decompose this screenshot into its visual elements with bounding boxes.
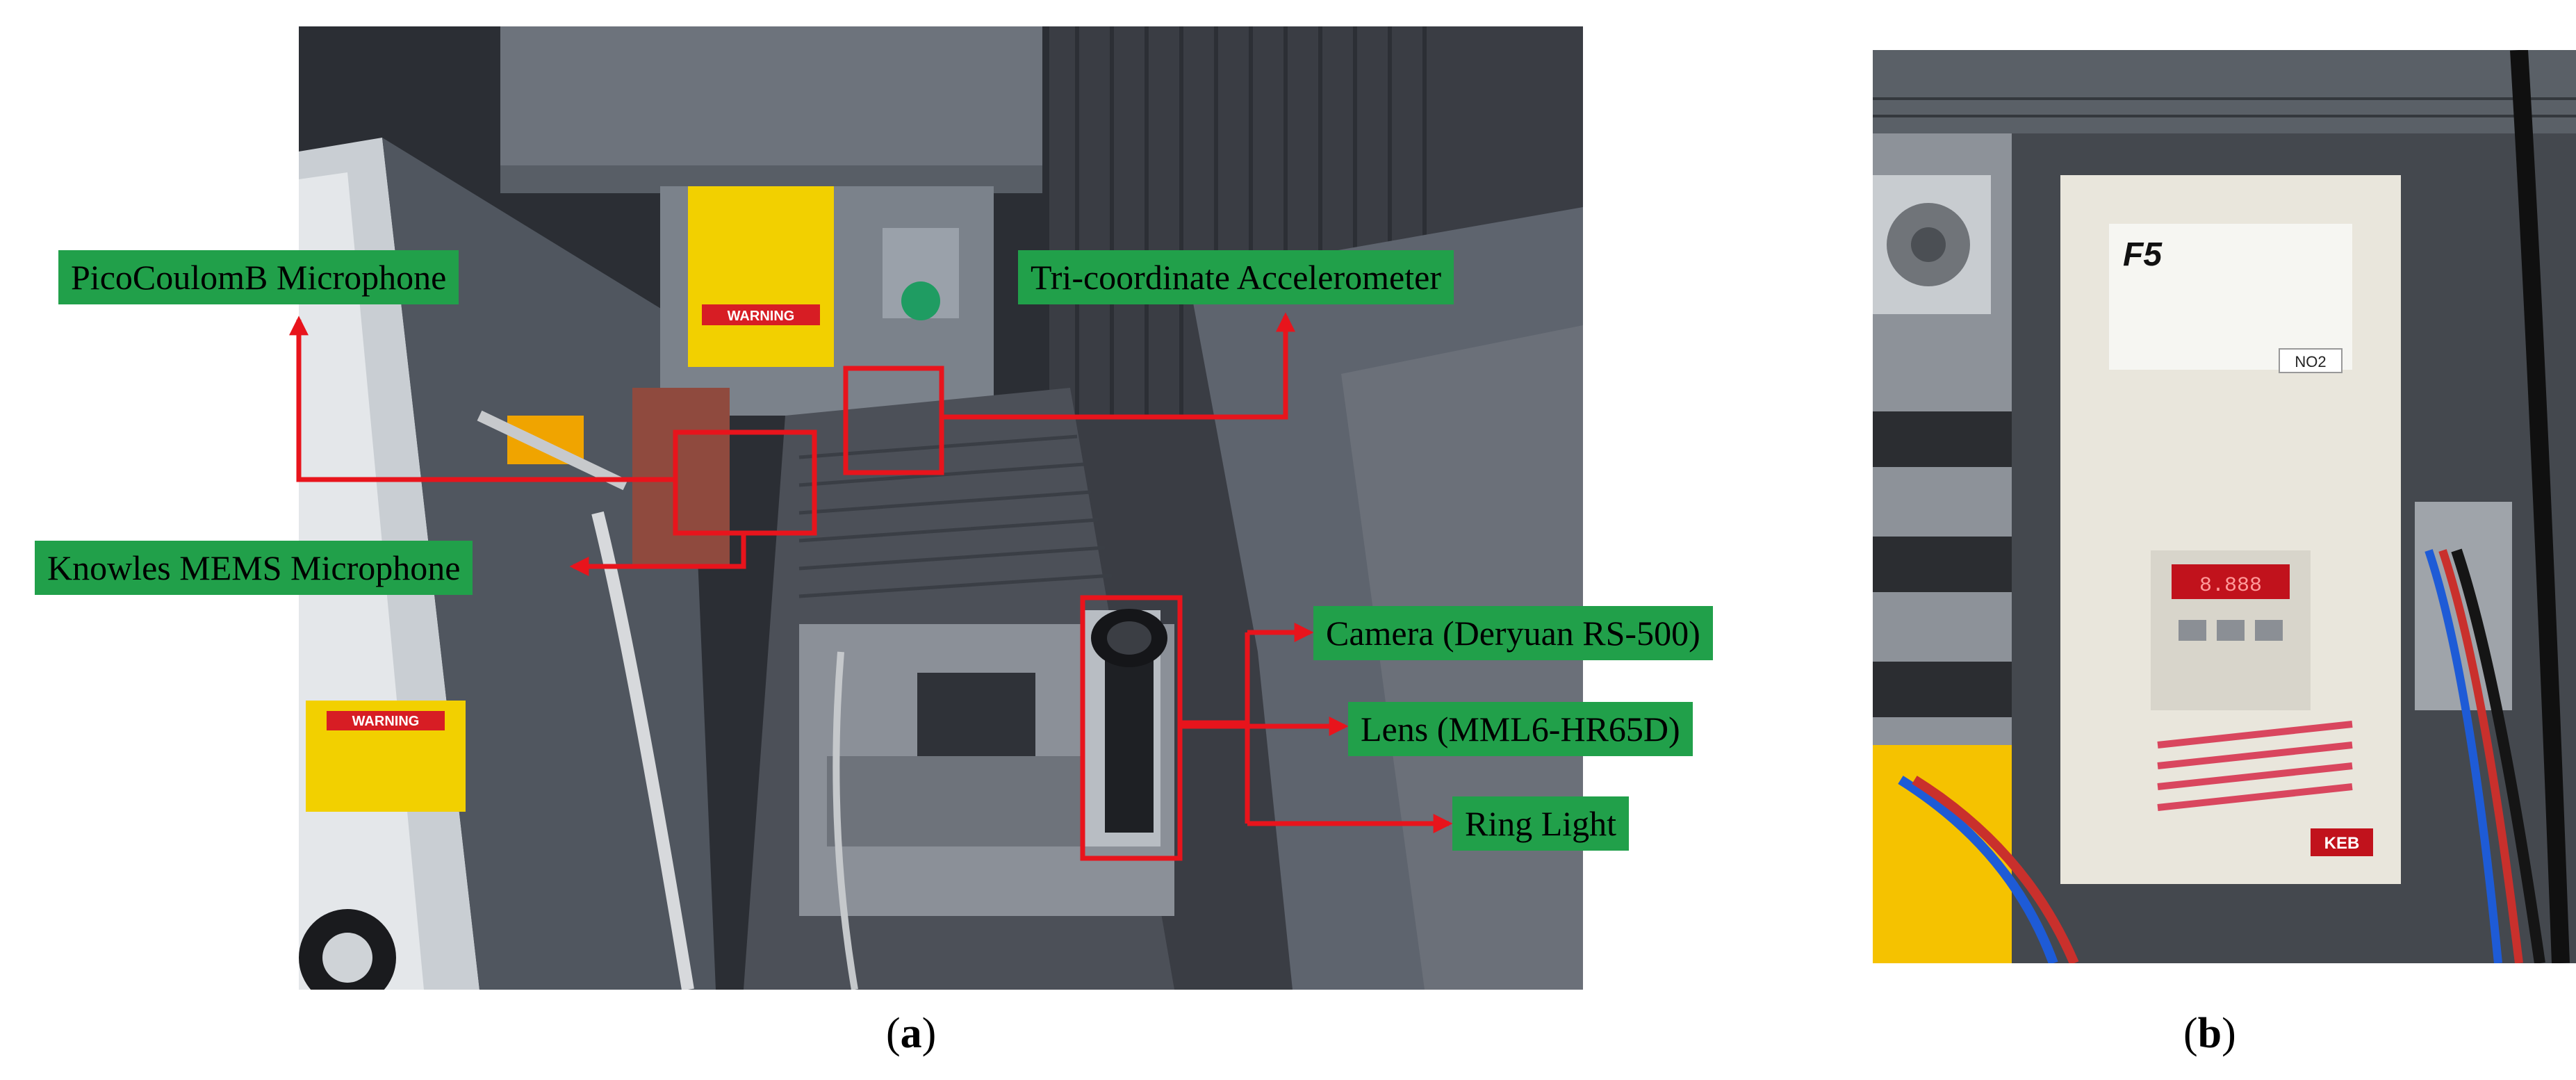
drive-tag: NO2 <box>2295 353 2326 370</box>
label-picocoulomb-microphone: PicoCoulomB Microphone <box>58 250 459 304</box>
label-ring-light: Ring Light <box>1452 796 1630 851</box>
warning-label-text: WARNING <box>728 309 795 324</box>
caption-a-close: ) <box>921 1010 937 1057</box>
photo-a-scene: WARNING WARNING <box>299 26 1583 990</box>
caption-b-letter: b <box>2197 1010 2222 1057</box>
caption-a-letter: a <box>900 1010 922 1057</box>
warning-sticker-text: WARNING <box>352 714 420 729</box>
photo-b-scene: F5 NO2 8.888 KEB <box>1873 50 2576 963</box>
caption-b-close: ) <box>2222 1010 2236 1057</box>
label-lens: Lens (MML6-HR65D) <box>1348 702 1693 756</box>
caption-b-open: ( <box>2183 1010 2198 1057</box>
drive-display-readout: 8.888 <box>2199 574 2262 598</box>
vendor-mark: KEB <box>2324 834 2360 853</box>
photo-b-electrical-cabinet: F5 NO2 8.888 KEB <box>1873 50 2576 963</box>
caption-b: (b) <box>2183 1009 2236 1058</box>
label-knowles-mems-microphone: Knowles MEMS Microphone <box>35 541 473 595</box>
photo-a-machine-interior: WARNING WARNING <box>299 26 1583 990</box>
label-tri-coordinate-accelerometer: Tri-coordinate Accelerometer <box>1018 250 1454 304</box>
label-camera: Camera (Deryuan RS-500) <box>1313 606 1713 660</box>
caption-a: (a) <box>886 1009 936 1058</box>
drive-brand-mark: F5 <box>2123 236 2163 273</box>
caption-a-open: ( <box>886 1010 901 1057</box>
